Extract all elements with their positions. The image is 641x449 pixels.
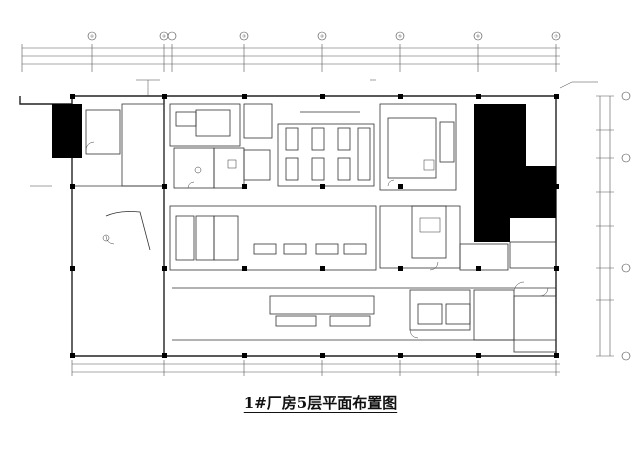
door-swings <box>85 141 549 339</box>
equipment-symbols <box>102 159 441 242</box>
stair-core-left <box>52 104 82 158</box>
axis-label: ⑦ <box>554 34 558 39</box>
axis-label: ② <box>162 34 166 39</box>
axis-bubble-labels-top: ① ② ③ ④ ⑤ ⑥ ⑦ <box>90 34 558 39</box>
top-dimension-lines <box>21 44 560 72</box>
axis-bubbles-right <box>621 91 631 361</box>
drawing-title: 1#厂房5层平面布置图 <box>243 394 398 412</box>
axis-label: ① <box>90 34 94 39</box>
axis-label: ⑤ <box>398 34 402 39</box>
structural-columns <box>70 94 559 358</box>
right-dimension-lines <box>596 95 614 357</box>
dark-service-area <box>474 104 556 242</box>
axis-label: ⑥ <box>476 34 480 39</box>
axis-bubbles-top <box>87 31 561 41</box>
axis-label: ③ <box>242 34 246 39</box>
interior-partitions <box>72 103 557 353</box>
annotation-leaders <box>30 79 598 187</box>
axis-label: ④ <box>320 34 324 39</box>
bottom-dimension-lines <box>71 360 560 376</box>
